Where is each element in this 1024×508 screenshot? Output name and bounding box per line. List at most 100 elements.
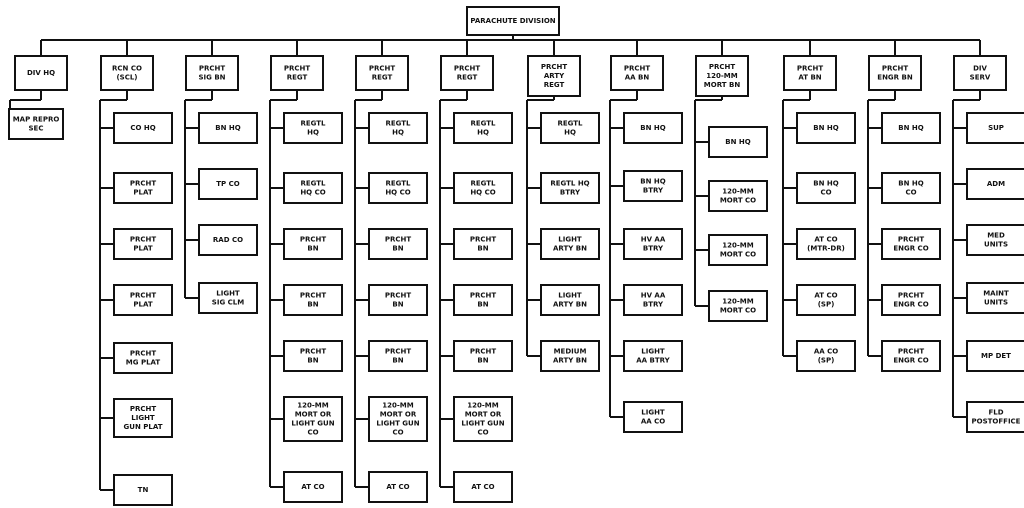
child-box-frame [453,172,513,204]
child-box-frame [966,282,1024,314]
child-box-frame [113,228,173,260]
child-box-label: AT CO(SP) [814,292,837,309]
unit-box-label: DIV HQ [27,69,55,77]
child-box-label: AT CO(MTR-DR) [807,236,845,253]
child-box: AT CO(MTR-DR) [796,228,856,260]
child-box-frame [966,224,1024,256]
unit-box-frame [783,55,837,91]
child-box-frame [283,284,343,316]
child-box-frame [623,401,683,433]
child-box-frame [368,340,428,372]
child-box-frame [708,234,768,266]
child-box-frame [540,284,600,316]
child-box-frame [623,170,683,202]
child-box-frame [540,112,600,144]
unit-box-frame [100,55,154,91]
child-box: AT CO [368,471,428,503]
child-box: AT CO [453,471,513,503]
child-box-frame [966,168,1024,200]
child-box: BN HQ [796,112,856,144]
child-box-frame [966,340,1024,372]
child-box-frame [113,342,173,374]
child-box: ADM [966,168,1024,200]
child-box-frame [540,172,600,204]
child-box-frame [453,284,513,316]
child-box-frame [283,340,343,372]
child-box-frame [283,396,343,442]
child-box-frame [623,112,683,144]
child-box-label: TN [138,486,149,494]
child-box: CO HQ [113,112,173,144]
child-box-frame [623,228,683,260]
child-box-frame [623,284,683,316]
child-box-frame [368,228,428,260]
child-box-frame [796,112,856,144]
root-box-label: PARACHUTE DIVISION [470,17,555,25]
child-box-frame [198,224,258,256]
child-box-frame [283,112,343,144]
child-box-frame [283,471,343,503]
child-box: BN HQ [623,112,683,144]
child-box-label: SUP [988,124,1004,132]
child-box: BN HQ [198,112,258,144]
child-box: MP DET [966,340,1024,372]
child-box-frame [283,172,343,204]
child-box-frame [453,112,513,144]
child-box-frame [708,180,768,212]
child-box-frame [796,340,856,372]
child-box-label: CO HQ [130,124,155,132]
child-box-frame [113,474,173,506]
child-box-label: BN HQ [215,124,240,132]
child-box-label: RAD CO [213,236,243,244]
child-box-frame [113,284,173,316]
child-box-frame [113,398,173,438]
child-box: TP CO [198,168,258,200]
child-box-label: ADM [987,180,1005,188]
child-box-frame [540,228,600,260]
